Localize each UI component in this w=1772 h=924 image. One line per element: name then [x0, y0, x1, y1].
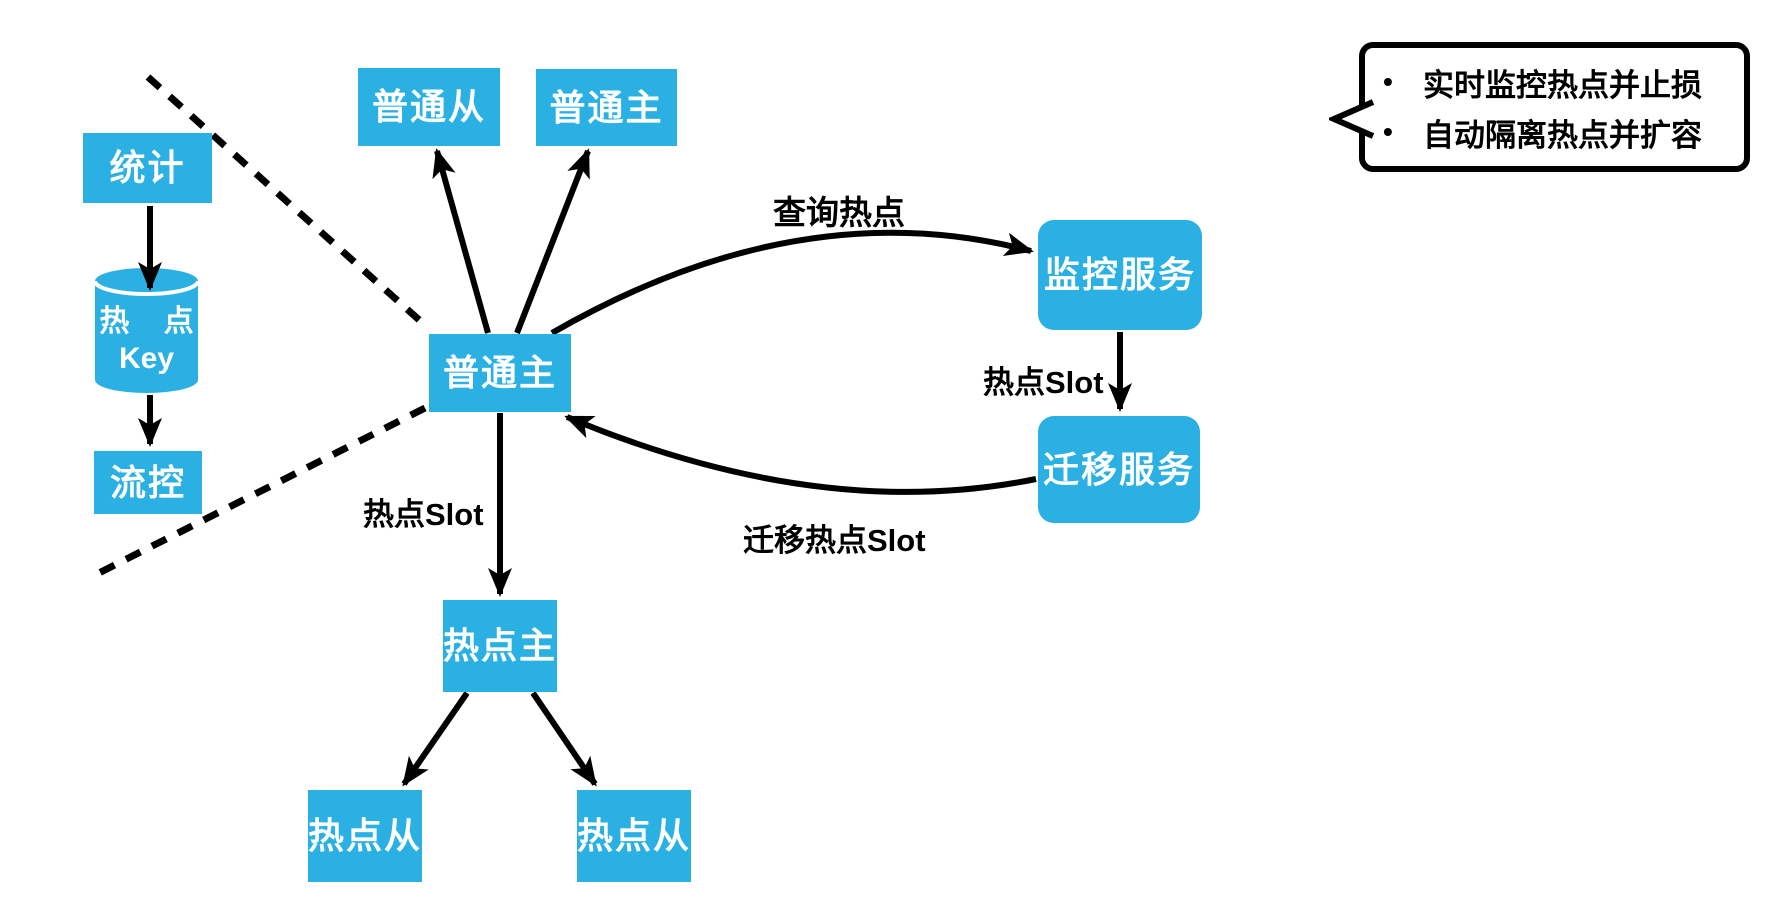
node-label: 热点从: [577, 815, 692, 857]
callout-tail: [1329, 99, 1375, 139]
node-normal-master-center: 普通主: [429, 334, 571, 412]
edge-hot-master-to-hot-slave-left: [401, 691, 470, 787]
node-label: 普通主: [442, 352, 557, 394]
node-label: 热 点: [99, 304, 194, 338]
node-label: Key: [118, 342, 175, 375]
edge-hot-master-to-hot-slave-right: [530, 691, 598, 787]
edge-master-to-normal-master-top: [514, 148, 591, 335]
node-hot-slave-left: 热点从: [308, 790, 422, 882]
node-label: 热点从: [308, 815, 423, 857]
callout-item-text: 自动隔离热点并扩容: [1423, 117, 1702, 153]
node-label: 普通从: [371, 86, 486, 128]
label-hotspot-slot-right: 热点Slot: [983, 365, 1104, 400]
label-hotspot-slot-down: 热点Slot: [363, 497, 484, 532]
node-hot-key-store: 热 点 Key: [95, 295, 198, 385]
callout-item: • 实时监控热点并止损: [1377, 60, 1734, 105]
node-hot-master: 热点主: [443, 600, 557, 692]
callout-bubble: • 实时监控热点并止损 • 自动隔离热点并扩容: [1329, 42, 1750, 172]
node-migration-service: 迁移服务: [1038, 416, 1200, 523]
node-stats: 统计: [83, 133, 212, 203]
bullet-icon: •: [1383, 66, 1393, 97]
node-label: 普通主: [549, 86, 664, 128]
node-normal-slave-top: 普通从: [358, 68, 500, 146]
dashed-separator-lower: [93, 404, 427, 579]
label-query-hotspot: 查询热点: [773, 194, 905, 231]
bullet-icon: •: [1383, 116, 1393, 147]
node-monitor-service: 监控服务: [1038, 220, 1202, 330]
node-label: 统计: [109, 147, 186, 189]
callout-item-text: 实时监控热点并止损: [1423, 67, 1702, 103]
edge-migrate-hotspot-curve: [564, 414, 1037, 495]
node-label: 流控: [109, 461, 186, 503]
dashed-separator-upper: [145, 74, 430, 330]
node-hot-slave-right: 热点从: [577, 790, 691, 882]
node-label: 监控服务: [1043, 254, 1196, 296]
label-migrate-hotspot-slot: 迁移热点Slot: [743, 523, 926, 558]
cylinder-shape-hot-key-store: [93, 268, 200, 393]
node-normal-master-top: 普通主: [536, 69, 677, 146]
node-flow-control: 流控: [94, 451, 202, 514]
node-label: 热点主: [443, 625, 558, 667]
callout-item: • 自动隔离热点并扩容: [1377, 110, 1734, 155]
node-label: 迁移服务: [1042, 448, 1195, 490]
edge-query-hotspot-curve: [550, 229, 1034, 336]
edge-master-to-normal-slave-top: [432, 148, 491, 334]
